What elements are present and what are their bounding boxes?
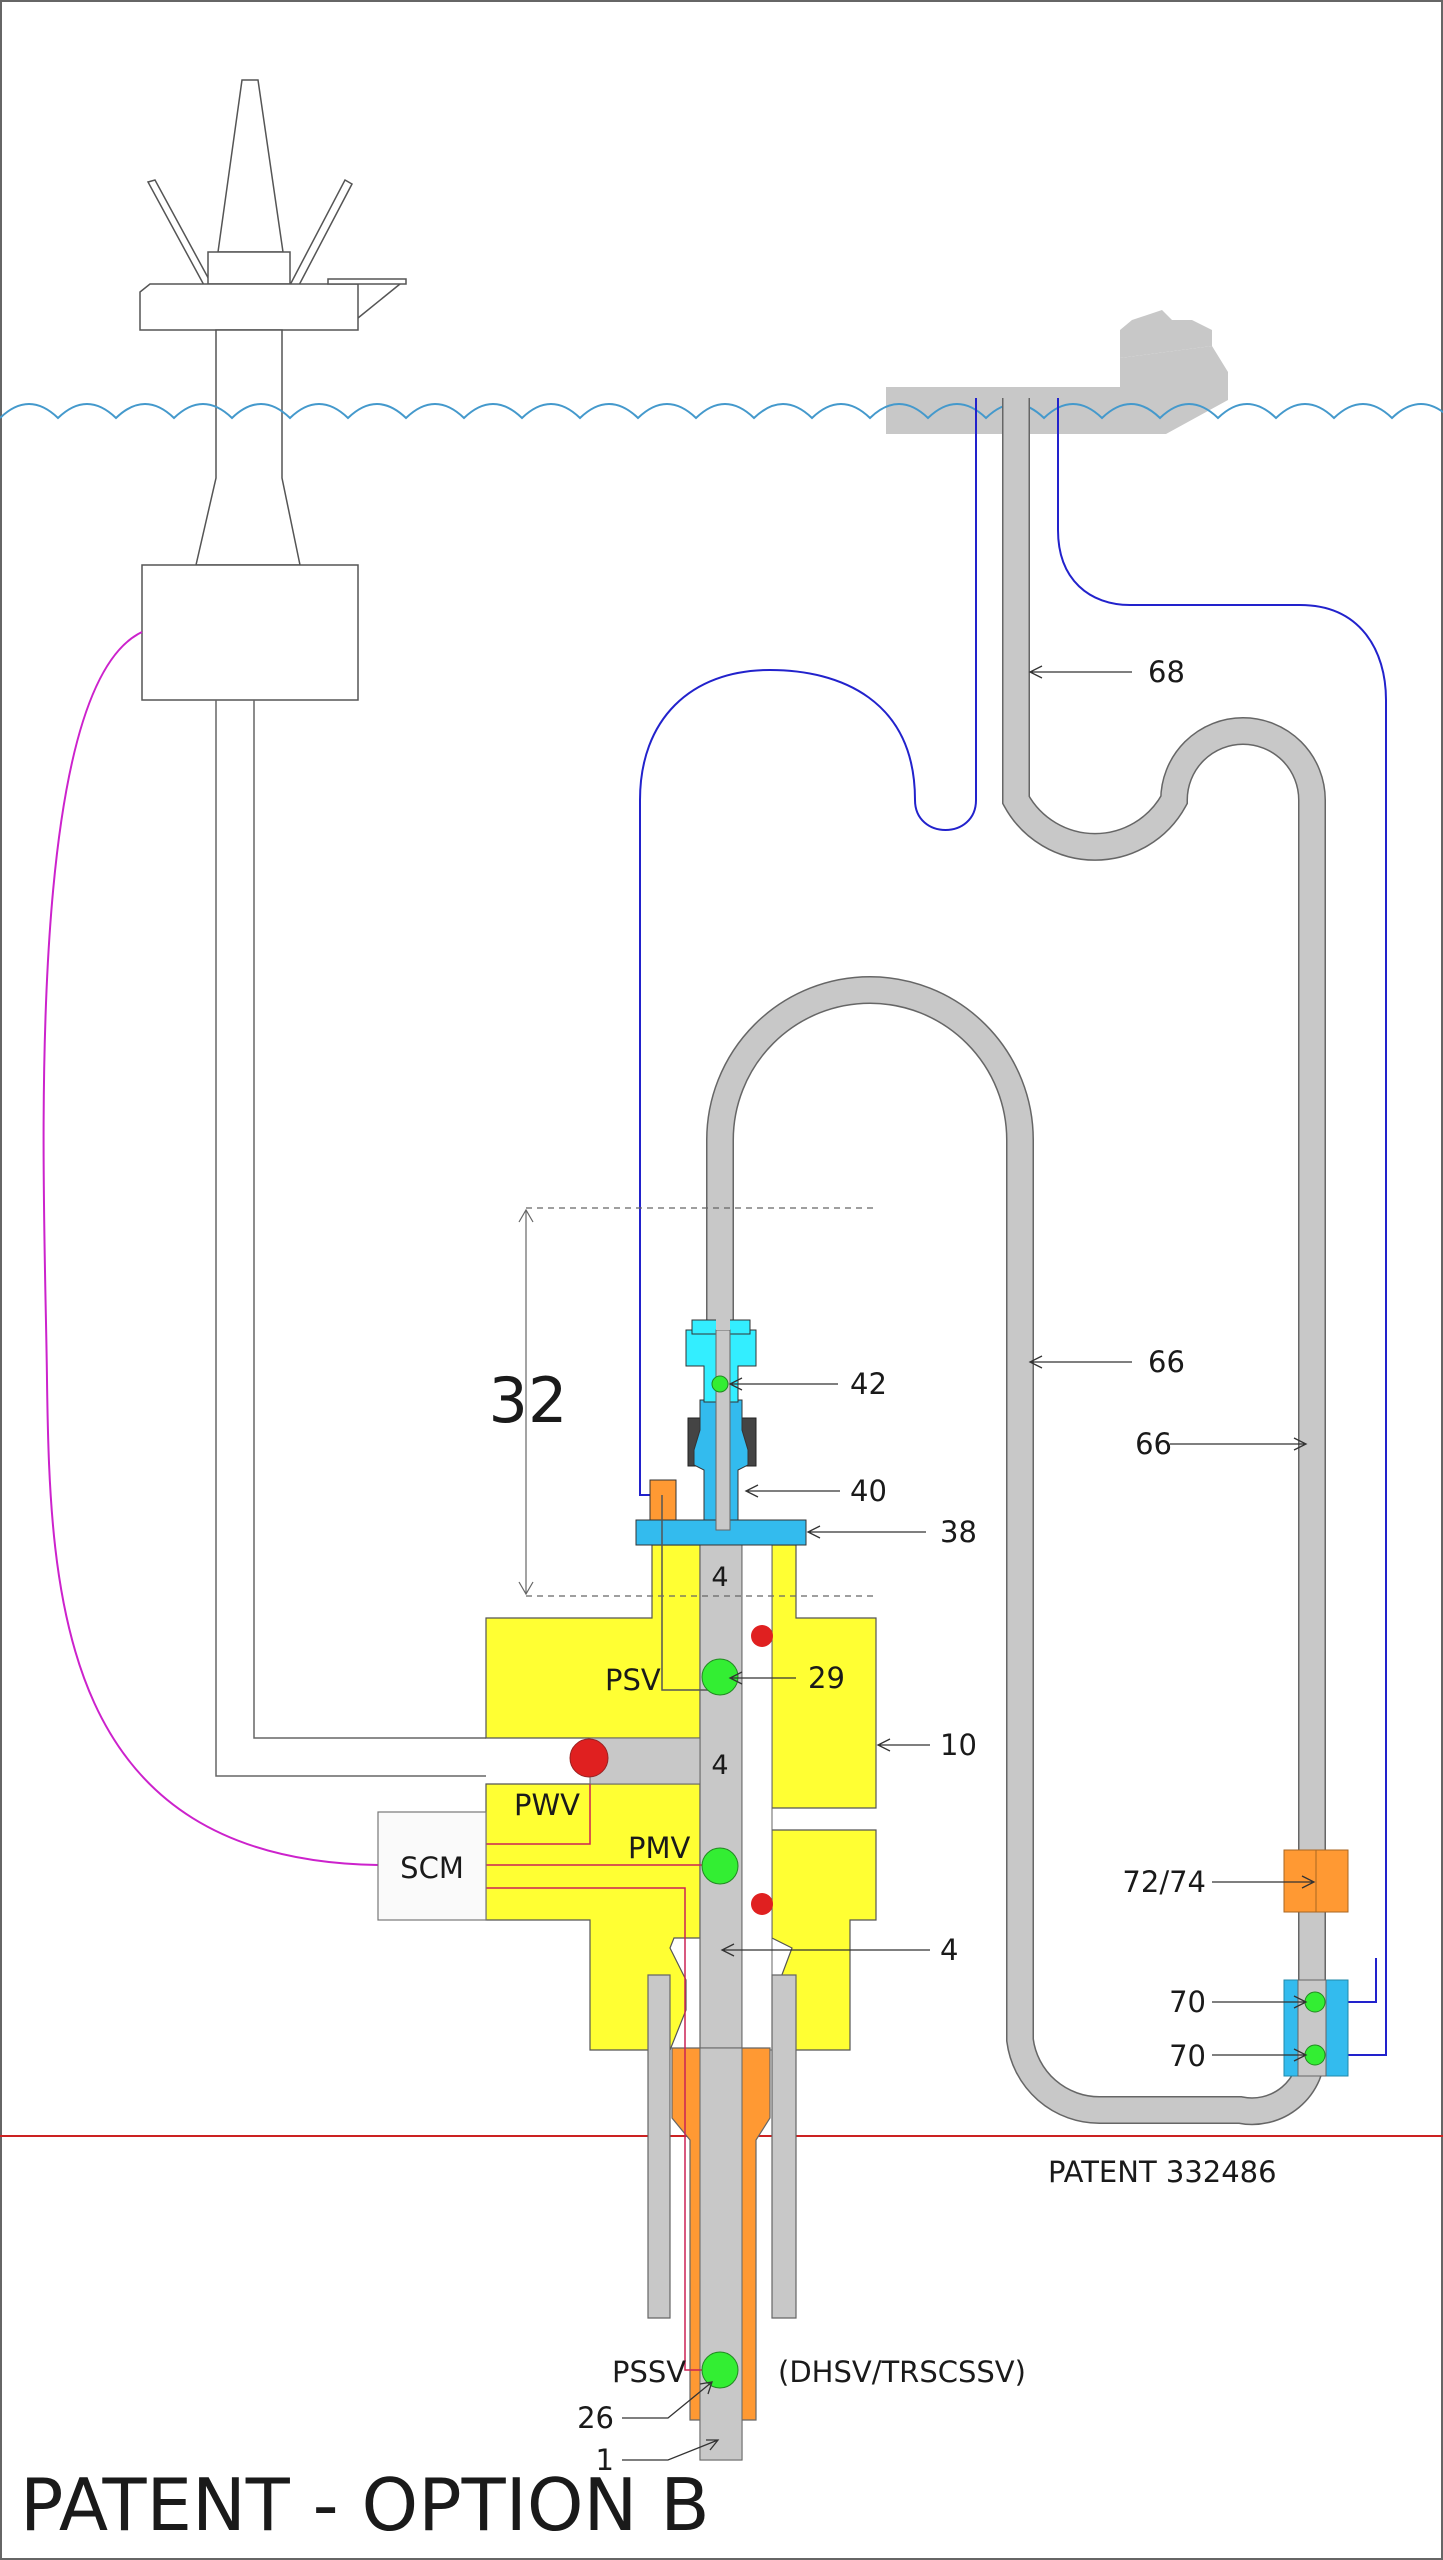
casing-right — [771, 1974, 797, 2319]
label-4-top: 4 — [711, 1562, 728, 1593]
label-42: 42 — [850, 1367, 887, 1401]
control-line-right — [1057, 398, 1387, 2056]
label-4-mid: 4 — [711, 1750, 728, 1781]
platform-cabin — [207, 251, 291, 285]
valve-pmv — [701, 1847, 739, 1885]
platform-mast — [217, 79, 284, 253]
platform — [139, 79, 407, 701]
riser-gap — [716, 1140, 730, 1330]
vessel — [886, 310, 1228, 434]
riser-through-connector — [715, 1329, 731, 1531]
sea-surface — [0, 403, 1443, 420]
scm-umbilical — [42, 631, 379, 1866]
label-pssv: PSSV — [612, 2355, 686, 2389]
control-line-left — [639, 398, 977, 1680]
tree-body-left — [485, 1544, 701, 2051]
label-68: 68 — [1148, 655, 1185, 689]
tubing-inner — [699, 2047, 743, 2461]
pipe-66 — [706, 398, 1326, 2126]
platform-crane-right — [288, 178, 354, 288]
orange-connector — [649, 1479, 677, 1521]
scm-box — [377, 1811, 487, 1921]
label-pwv: PWV — [514, 1788, 580, 1822]
valve-70-lower — [1304, 2044, 1326, 2066]
valve-70-upper — [1304, 1991, 1326, 2013]
annulus-valve-upper — [751, 1625, 773, 1647]
platform-deck-strut — [357, 283, 401, 319]
label-dhsv: (DHSV/TRSCSSV) — [778, 2355, 1026, 2389]
template-flowline — [215, 700, 486, 1777]
label-10: 10 — [940, 1728, 977, 1762]
label-29: 29 — [808, 1661, 845, 1695]
label-4-lower: 4 — [940, 1933, 958, 1967]
connector-stack — [635, 1140, 807, 1546]
label-66-right: 66 — [1135, 1427, 1172, 1461]
patent-reference: PATENT 332486 — [1048, 2155, 1277, 2189]
page-title: PATENT - OPTION B — [20, 2463, 710, 2547]
valve-pwv — [569, 1738, 609, 1778]
casing-left — [647, 1974, 671, 2319]
christmas-tree — [485, 1534, 877, 2461]
wing-outlet — [589, 1737, 701, 1785]
label-1: 1 — [596, 2443, 614, 2477]
subsea-template-box — [141, 564, 359, 701]
tree-annulus — [741, 1544, 773, 2051]
control-wire-psv — [661, 1495, 718, 1691]
platform-leg — [195, 329, 301, 566]
label-38: 38 — [940, 1515, 977, 1549]
label-pmv: PMV — [628, 1831, 691, 1865]
valve-pssv — [701, 2351, 739, 2389]
platform-crane-left — [146, 179, 214, 288]
label-70-lower: 70 — [1169, 2039, 1206, 2073]
vessel-superstructure — [1120, 310, 1212, 358]
leader-lines — [622, 665, 1316, 2461]
valve-42 — [711, 1375, 729, 1393]
annulus-valve-lower — [751, 1893, 773, 1915]
label-scm: SCM — [400, 1851, 464, 1885]
dimension-32 — [518, 1207, 876, 1597]
label-psv: PSV — [605, 1663, 661, 1697]
label-32: 32 — [489, 1364, 568, 1437]
label-26: 26 — [577, 2401, 614, 2435]
label-66-left: 66 — [1148, 1345, 1185, 1379]
platform-helideck — [327, 278, 407, 285]
vessel-hull — [886, 346, 1228, 434]
valve-psv — [701, 1658, 739, 1696]
label-70-upper: 70 — [1169, 1985, 1206, 2019]
label-40: 40 — [850, 1474, 887, 1508]
label-72-74: 72/74 — [1122, 1865, 1206, 1899]
platform-deck — [139, 283, 359, 331]
